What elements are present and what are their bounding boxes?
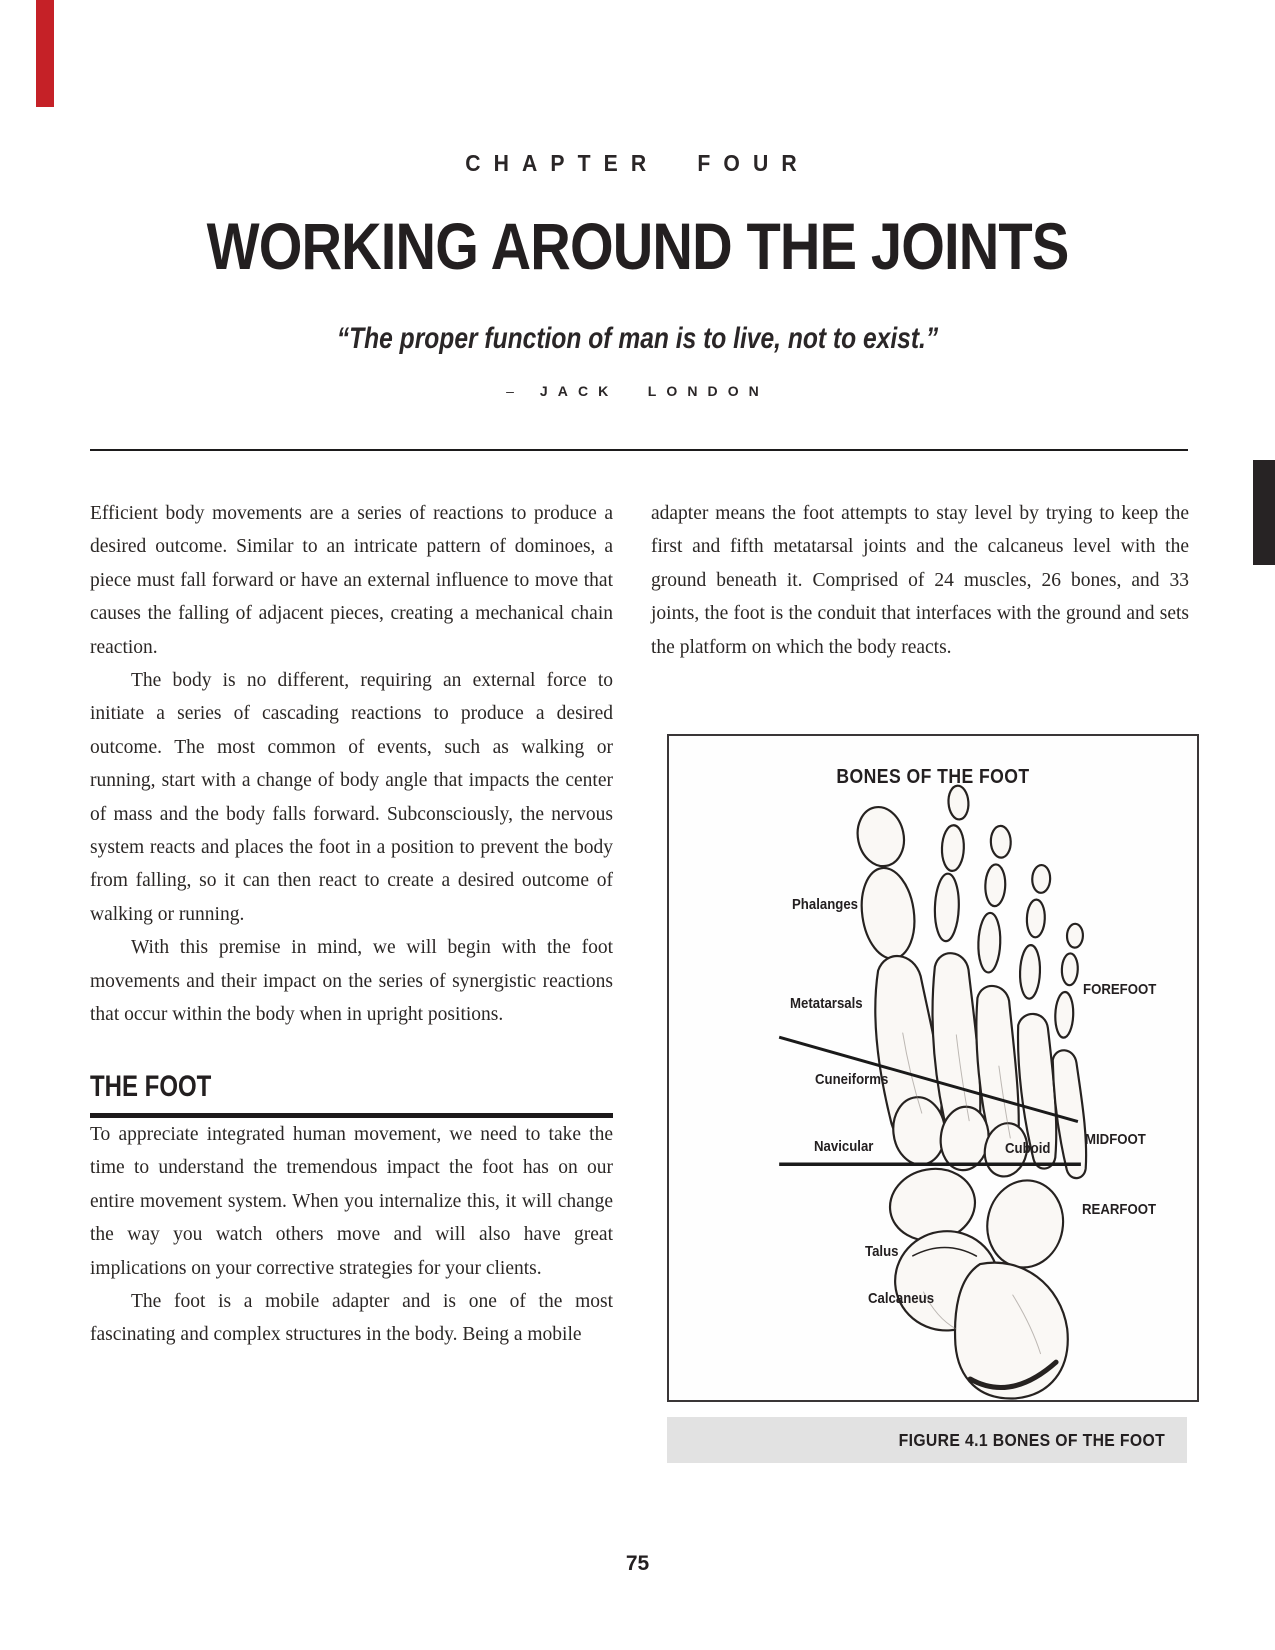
attribution-dash: – (506, 383, 514, 399)
foot-bones-illustration (778, 784, 1088, 1400)
paragraph: The body is no different, requiring an e… (90, 670, 613, 925)
label-cuneiforms: Cuneiforms (815, 1071, 889, 1088)
paragraph: To appreciate integrated human movement,… (90, 1123, 613, 1279)
figure-bones-of-the-foot: BONES OF THE FOOT Phalanges Metatarsals … (667, 734, 1199, 1402)
paragraph: Efficient body movements are a series of… (90, 503, 613, 658)
label-cuboid: Cuboid (1005, 1140, 1051, 1157)
paragraph: With this premise in mind, we will begin… (90, 937, 613, 1026)
page-title: WORKING AROUND THE JOINTS (206, 209, 1070, 283)
left-column: Efficient body movements are a series of… (90, 497, 613, 1352)
label-forefoot: FOREFOOT (1083, 981, 1157, 998)
label-navicular: Navicular (814, 1138, 874, 1155)
quote-attribution: – JACK LONDON (0, 383, 1275, 399)
label-rearfoot: REARFOOT (1082, 1201, 1157, 1218)
chapter-label: CHAPTER FOUR (465, 150, 810, 176)
chapter-edge-tab (1253, 460, 1275, 565)
figure-caption: FIGURE 4.1 BONES OF THE FOOT (898, 1429, 1165, 1450)
figure-caption-bar: FIGURE 4.1 BONES OF THE FOOT (667, 1417, 1187, 1463)
header-divider (90, 449, 1188, 451)
label-talus: Talus (865, 1243, 899, 1260)
paragraph: adapter means the foot attempts to stay … (651, 503, 1189, 658)
label-metatarsals: Metatarsals (790, 995, 863, 1012)
figure-title: BONES OF THE FOOT (836, 766, 1030, 788)
label-calcaneus: Calcaneus (868, 1290, 935, 1307)
right-column: adapter means the foot attempts to stay … (651, 497, 1189, 664)
paragraph: The foot is a mobile adapter and is one … (90, 1290, 613, 1346)
section-divider (90, 1112, 613, 1118)
chapter-quote: “The proper function of man is to live, … (336, 322, 939, 355)
section-heading: THE FOOT (90, 1069, 212, 1103)
chapter-red-tab (36, 0, 54, 107)
forefoot-midfoot-divider-line (778, 1035, 1079, 1124)
label-phalanges: Phalanges (792, 896, 859, 913)
page-number: 75 (625, 1552, 650, 1575)
attribution-name: JACK LONDON (539, 383, 769, 399)
section-header: THE FOOT (90, 1070, 613, 1118)
label-midfoot: MIDFOOT (1085, 1131, 1146, 1148)
